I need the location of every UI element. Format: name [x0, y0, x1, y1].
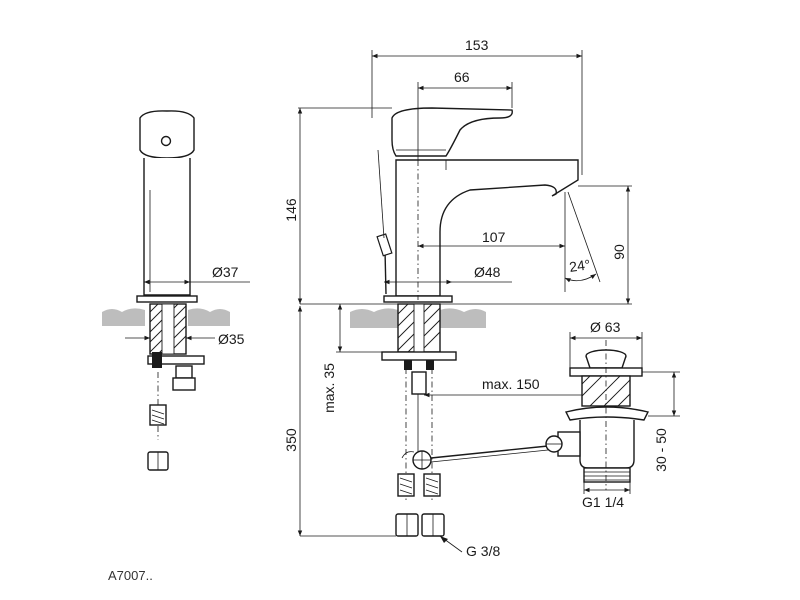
front-countertop-right: [440, 308, 486, 328]
dim-waste-thread: G1 1/4: [582, 494, 624, 510]
dim-lever-offset: 66: [454, 69, 470, 85]
side-base-rosette: [136, 295, 198, 303]
front-lever: [391, 107, 513, 157]
dim-hose-thread: G 3/8: [466, 543, 500, 559]
front-view: 153 66 107 146 90 24° Ø48 max. 35: [283, 37, 632, 559]
side-clamp-plate: [147, 355, 205, 365]
dim-spout-height: 90: [611, 244, 627, 260]
dim-spout-angle: 24°: [568, 256, 591, 275]
dim-base-diameter-side: Ø37: [212, 264, 239, 280]
front-clamp-plate: [381, 351, 457, 361]
dim-max-rod: max. 150: [482, 376, 540, 392]
waste-bottom-thread: [583, 467, 631, 483]
side-view: Ø37 Ø35: [102, 110, 250, 471]
dim-spout-reach: 107: [482, 229, 506, 245]
side-lever-head: [139, 110, 195, 159]
front-body-spout: [395, 159, 579, 297]
side-countertop-left: [102, 308, 145, 326]
dim-waste-diameter: Ø 63: [590, 319, 621, 335]
dim-max-thickness: max. 35: [321, 363, 337, 413]
dim-total-width: 153: [465, 37, 489, 53]
dim-hole-diameter: Ø35: [218, 331, 245, 347]
side-countertop-right: [188, 308, 230, 326]
side-body: [143, 158, 191, 296]
dim-waste-range: 30 - 50: [653, 428, 669, 472]
front-rod-clip: [411, 371, 427, 395]
side-lever-dot: [160, 135, 172, 147]
dim-height-total: 146: [283, 198, 299, 222]
front-countertop-left: [350, 308, 398, 328]
dim-base-diameter-front: Ø48: [474, 264, 501, 280]
side-clamp-nut: [152, 352, 162, 368]
waste-assembly: Ø 63 30 - 50 G1 1/4: [545, 319, 680, 510]
waste-lock-nut: [564, 406, 650, 421]
dim-hose-length: 350: [283, 428, 299, 452]
product-code: A7007..: [108, 568, 153, 583]
